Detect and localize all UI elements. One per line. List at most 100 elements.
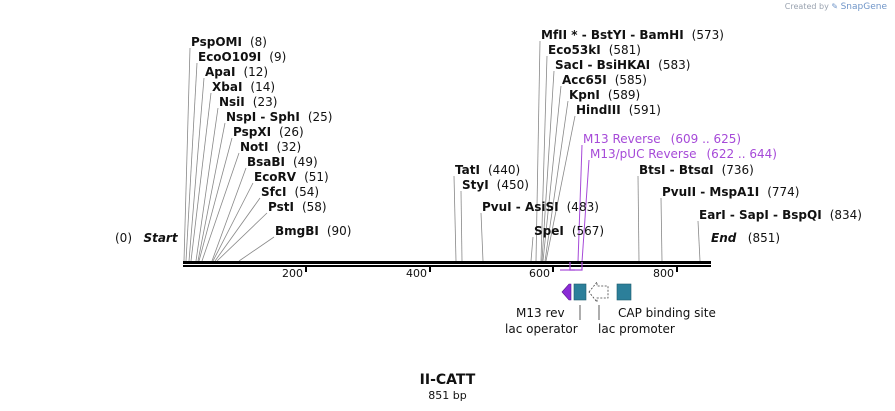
primer-leader-line [577,144,583,263]
site-position: (12) [243,65,269,79]
site-leader-line [198,137,233,262]
site-leader-line [212,182,254,262]
site-label-mfii-bstyi-bamhi[interactable]: MfII * - BstYI - BamHI(573) [541,28,724,42]
site-name: PspOMI [191,35,242,49]
site-label-tati[interactable]: TatI(440) [455,163,520,177]
site-label-bsabi[interactable]: BsaBI(49) [247,155,318,169]
end-label: End (851) [711,231,780,245]
ruler-tick-mark [305,267,307,272]
primer-name: M13 Reverse [583,132,661,146]
site-position: (567) [571,224,605,238]
site-leader-line [211,167,247,262]
start-label: (0) Start [115,231,178,245]
site-position: (450) [496,178,529,192]
site-label-nspi-sphi[interactable]: NspI - SphI(25) [226,110,332,124]
site-position: (32) [276,140,302,154]
site-name: EarI - SapI - BspQI [699,208,822,222]
site-position: (581) [608,43,641,57]
ruler-tick-label: 400 [406,267,427,280]
site-label-eco53ki[interactable]: Eco53kI (581) [548,43,641,57]
site-label-noti[interactable]: NotI (32) [240,140,301,154]
site-leader-line [535,40,541,262]
site-position: (589) [607,88,641,102]
site-name: EcoRV [254,170,297,184]
ruler-tick-label: 200 [282,267,303,280]
site-name: Eco53kI [548,43,601,57]
primer-leader-line [581,159,590,263]
site-name: EcoO109I [198,50,262,64]
feature-label-m13-rev: M13 rev [516,306,565,320]
site-leader-line [183,47,191,262]
site-leader-lines [183,40,701,262]
site-name: PstI [268,200,294,214]
site-position: (585) [614,73,647,87]
site-leader-line [697,220,701,262]
site-label-sfci[interactable]: SfcI(54) [261,185,319,199]
site-label-ecorv[interactable]: EcoRV (51) [254,170,329,184]
site-label-spei[interactable]: SpeI (567) [534,224,604,238]
site-leader-line [545,115,576,262]
site-label-eari-sapi-bspqi[interactable]: EarI - SapI - BspQI (834) [699,208,862,222]
primer-name: M13/pUC Reverse [590,147,697,161]
site-position: (26) [279,125,304,139]
site-name: PvuI - AsiSI [482,200,559,214]
site-position: (583) [658,58,691,72]
start-position: (0) [115,231,132,245]
site-leader-line [540,55,548,262]
start-text: Start [143,231,178,245]
site-name: SacI - BsiHKAI [555,58,651,72]
site-leader-line [660,197,663,262]
site-name: BtsI - BtsαI [639,163,714,177]
site-position: (834) [829,208,862,222]
site-label-xbai[interactable]: XbaI(14) [212,80,275,94]
site-leader-line [197,122,226,262]
site-name: NsiI [219,95,245,109]
feature-label-lac-operator: lac operator [505,322,578,336]
site-leader-line [460,190,463,262]
primer-range: (622 .. 644) [706,147,777,161]
backbone-top [183,261,711,264]
site-name: BmgBI [275,224,319,238]
primer-label-m13-reverse[interactable]: M13 Reverse (609 .. 625) [583,132,741,146]
site-leader-line [201,152,240,262]
site-position: (54) [294,185,320,199]
site-name: TatI [455,163,480,177]
site-position: (736) [721,163,754,177]
feature-label-lac-promoter: lac promoter [598,322,675,336]
primer-label-m13-puc-reverse[interactable]: M13/pUC Reverse (622 .. 644) [590,147,777,161]
lac-promoter-feature-arrow [588,280,609,304]
site-name: NotI [240,140,269,154]
site-leader-line [544,100,569,262]
site-label-hindiii[interactable]: HindIII(591) [576,103,661,117]
ruler-tick-mark [429,267,431,272]
site-label-btsi-bts-i[interactable]: BtsI - BtsαI (736) [639,163,754,177]
site-leader-line [216,212,268,262]
site-label-pspxi[interactable]: PspXI(26) [233,125,304,139]
site-label-kpni[interactable]: KpnI (589) [569,88,640,102]
site-position: (51) [304,170,329,184]
site-position: (8) [249,35,267,49]
site-position: (591) [628,103,661,117]
primer-range: (609 .. 625) [670,132,742,146]
site-name: PvuII - MspA1I [662,185,760,199]
site-label-styi[interactable]: StyI(450) [462,178,529,192]
site-leader-line [480,212,484,262]
site-position: (49) [293,155,318,169]
site-label-psti[interactable]: PstI (58) [268,200,327,214]
site-label-ecoo109i[interactable]: EcoO109I(9) [198,50,286,64]
site-label-pspomi[interactable]: PspOMI (8) [191,35,267,49]
site-label-pvuii-mspa1i[interactable]: PvuII - MspA1I(774) [662,185,799,199]
site-label-pvui-asisi[interactable]: PvuI - AsiSI (483) [482,200,599,214]
plasmid-name: II-CATT [419,372,476,388]
site-label-nsii[interactable]: NsiI(23) [219,95,277,109]
site-name: SpeI [534,224,564,238]
site-position: (483) [566,200,599,214]
site-name: KpnI [569,88,600,102]
site-label-acc65i[interactable]: Acc65I(585) [562,73,647,87]
site-label-apai[interactable]: ApaI(12) [205,65,268,79]
site-position: (14) [250,80,276,94]
site-position: (58) [301,200,327,214]
site-label-bmgbi[interactable]: BmgBI(90) [275,224,352,238]
site-leader-line [195,107,219,262]
site-label-saci-bsihkai[interactable]: SacI - BsiHKAI (583) [555,58,690,72]
